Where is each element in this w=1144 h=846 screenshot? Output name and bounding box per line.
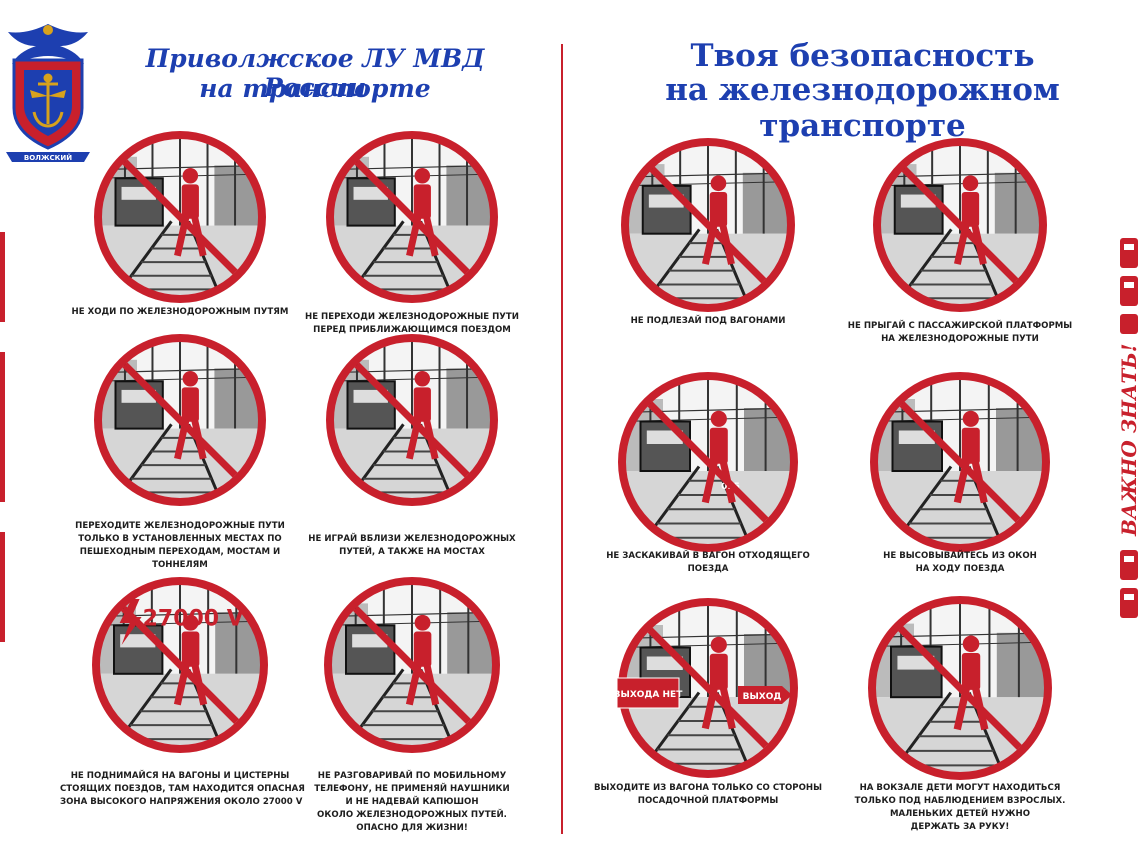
rule-caption-line: НЕ ИГРАЙ ВБЛИЗИ ЖЕЛЕЗНОДОРОЖНЫХ [308,534,516,544]
exit-text: ВЫХОД [743,692,782,702]
organization-title: Приволжское ЛУ МВД России [145,44,485,102]
rule-caption: НЕ ПРЫГАЙ С ПАССАЖИРСКОЙ ПЛАТФОРМЫ НА ЖЕЛ… [840,320,1080,346]
no-leaning-out-windows-sign [870,372,1050,552]
center-divider [561,44,563,834]
cross-at-designated-places-sign [94,334,266,506]
rule-caption-line: ВЫХОДИТЕ ИЗ ВАГОНА ТОЛЬКО СО СТОРОНЫ [593,783,823,793]
rule-caption-line: ОКОЛО ЖЕЛЕЗНОДОРОЖНЫХ ПУТЕЙ. [317,810,507,820]
rule-caption-line: ТОЛЬКО В УСТАНОВЛЕННЫХ МЕСТАХ ПО [78,534,282,544]
rule-caption-line: ТОННЕЛЯМ [152,560,208,570]
rule-caption: НА ВОКЗАЛЕ ДЕТИ МОГУТ НАХОДИТЬСЯ ТОЛЬКО П… [840,782,1080,834]
no-crawling-under-wagons-sign [621,138,795,312]
rule-caption-line: ПОЕЗДА [687,564,729,574]
rule-caption-line: НЕ ЗАСКАКИВАЙ В ВАГОН ОТХОДЯЩЕГО [606,551,810,561]
no-climbing-wagons-sign: 27000 V [92,577,268,753]
rule-caption: НЕ ПЕРЕХОДИ ЖЕЛЕЗНОДОРОЖНЫЕ ПУТИ ПЕРЕД ПР… [292,311,532,337]
rule-caption: ВЫХОДИТЕ ИЗ ВАГОНА ТОЛЬКО СО СТОРОНЫ ПОСА… [588,782,828,808]
no-jumping-from-platform-sign [873,138,1047,312]
left-edge-decoration [0,232,5,642]
rule-caption-line: НЕ ВЫСОВЫВАЙТЕСЬ ИЗ ОКОН [883,551,1037,561]
no-walking-on-tracks-sign [94,131,266,303]
rule-caption: ПЕРЕХОДИТЕ ЖЕЛЕЗНОДОРОЖНЫЕ ПУТИ ТОЛЬКО В … [60,520,300,572]
rule-caption: НЕ РАЗГОВАРИВАЙ ПО МОБИЛЬНОМУ ТЕЛЕФОНУ, Н… [292,770,532,835]
rule-caption-line: ТЕЛЕФОНУ, НЕ ПРИМЕНЯЙ НАУШНИКИ [314,784,510,794]
rule-caption: НЕ ПОДЛЕЗАЙ ПОД ВАГОНАМИ [588,315,828,328]
rule-caption-line: ПОСАДОЧНОЙ ПЛАТФОРМЫ [637,796,779,806]
no-exit-text: ВЫХОДА НЕТ [614,690,684,700]
rule-caption-line: ЗОНА ВЫСОКОГО НАПРЯЖЕНИЯ ОКОЛО 27000 V [60,797,303,807]
rule-caption-line: ПЕРЕХОДИТЕ ЖЕЛЕЗНОДОРОЖНЫЕ ПУТИ [75,521,285,531]
police-emblem-logo: ВОЛЖСКИЙ [6,24,90,162]
rule-caption: НЕ ПОДНИМАЙСЯ НА ВАГОНЫ И ЦИСТЕРНЫ СТОЯЩИ… [60,770,305,809]
no-exit-sign-label: ВЫХОДА НЕТ [614,677,684,709]
rule-caption-line: ПУТЕЙ, А ТАКЖЕ НА МОСТАХ [339,547,485,557]
rule-caption-line: НЕ ХОДИ ПО ЖЕЛЕЗНОДОРОЖНЫМ ПУТЯМ [71,307,289,317]
rule-caption-line: СТОЯЩИХ ПОЕЗДОВ, ТАМ НАХОДИТСЯ ОПАСНАЯ [60,784,305,794]
rule-caption: НЕ ЗАСКАКИВАЙ В ВАГОН ОТХОДЯЩЕГО ПОЕЗДА [588,550,828,576]
rule-caption-line: ТОЛЬКО ПОД НАБЛЮДЕНИЕМ ВЗРОСЛЫХ. [854,796,1066,806]
rule-caption-line: НА ЖЕЛЕЗНОДОРОЖНЫЕ ПУТИ [881,334,1039,344]
no-jumping-into-departing-train-sign: 015 [618,372,798,552]
rule-caption-line: НЕ РАЗГОВАРИВАЙ ПО МОБИЛЬНОМУ [317,771,507,781]
rule-caption-line: ПЕРЕД ПРИБЛИЖАЮЩИМСЯ ПОЕЗДОМ [313,325,511,335]
no-phone-near-tracks-sign [324,577,500,753]
exit-platform-side-sign: ВЫХОДА НЕТ ВЫХОД [614,598,798,778]
no-playing-near-tracks-sign [326,334,498,506]
rule-caption-line: И НЕ НАДЕВАЙ КАПЮШОН [345,797,479,807]
rule-caption-line: НА ХОДУ ПОЕЗДА [915,564,1005,574]
no-crossing-before-train-sign [326,131,498,303]
side-banner: ВАЖНО ЗНАТЬ! [1117,238,1141,618]
rule-caption-line: НЕ ПОДНИМАЙСЯ НА ВАГОНЫ И ЦИСТЕРНЫ [70,771,290,781]
rule-caption-line: НЕ ПОДЛЕЗАЙ ПОД ВАГОНАМИ [630,316,786,326]
rule-caption-line: НЕ ПЕРЕХОДИ ЖЕЛЕЗНОДОРОЖНЫЕ ПУТИ [305,312,519,322]
exit-arrow-sign: ВЫХОД [738,686,792,704]
voltage-label: 27000 V [143,606,244,631]
rule-caption-line: ДЕРЖАТЬ ЗА РУКУ! [910,822,1010,832]
rule-caption-line: ОПАСНО ДЛЯ ЖИЗНИ! [356,823,468,833]
emblem-ribbon-text: ВОЛЖСКИЙ [24,153,72,162]
rule-caption-line: НА ВОКЗАЛЕ ДЕТИ МОГУТ НАХОДИТЬСЯ [859,783,1061,793]
side-label-text: ВАЖНО ЗНАТЬ! [1117,344,1141,538]
rule-caption-line: ПЕШЕХОДНЫМ ПЕРЕХОДАМ, МОСТАМ И [79,547,281,557]
rule-caption-line: МАЛЕНЬКИХ ДЕТЕЙ НУЖНО [889,809,1031,819]
rule-caption: НЕ ХОДИ ПО ЖЕЛЕЗНОДОРОЖНЫМ ПУТЯМ [60,306,300,319]
rule-caption: НЕ ИГРАЙ ВБЛИЗИ ЖЕЛЕЗНОДОРОЖНЫХ ПУТЕЙ, А … [292,533,532,559]
poster-subtitle: на железнодорожном транспорте [665,72,1060,144]
poster-title: Твоя безопасность [690,38,1035,74]
rule-caption: НЕ ВЫСОВЫВАЙТЕСЬ ИЗ ОКОН НА ХОДУ ПОЕЗДА [840,550,1080,576]
children-supervision-sign [868,596,1052,780]
organization-subtitle: на транспорте [199,74,431,103]
rule-caption-line: НЕ ПРЫГАЙ С ПАССАЖИРСКОЙ ПЛАТФОРМЫ [847,321,1073,331]
